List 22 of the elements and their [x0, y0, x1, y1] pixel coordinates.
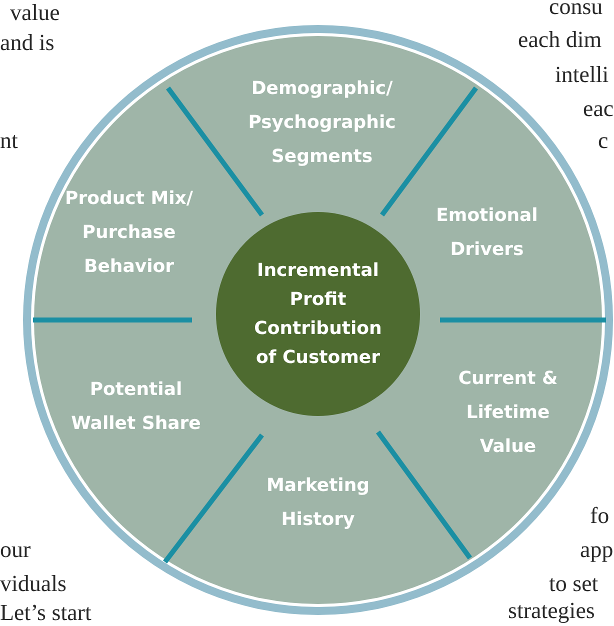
body-text-fragment: each dim — [518, 27, 602, 53]
segment-label: Current & Lifetime Value — [438, 362, 578, 464]
segment-label: Demographic/ Psychographic Segments — [212, 72, 432, 174]
body-text-fragment: app — [580, 537, 614, 563]
body-text-fragment: intelli — [555, 62, 609, 88]
segment-label: Potential Wallet Share — [56, 373, 216, 441]
body-text-fragment: viduals — [0, 571, 66, 597]
body-text-fragment: our — [0, 537, 31, 563]
segment-label: Emotional Drivers — [407, 199, 567, 267]
body-text-fragment: and is — [0, 30, 54, 56]
segment-label: Product Mix/ Purchase Behavior — [39, 182, 219, 284]
body-text-fragment: to set — [549, 571, 598, 597]
segment-label: Marketing History — [238, 469, 398, 537]
body-text-fragment: fo — [590, 503, 610, 529]
body-text-fragment: consu — [549, 0, 603, 20]
body-text-fragment: Let’s start — [0, 600, 92, 626]
hub-label: Incremental Profit Contribution of Customer — [253, 259, 383, 370]
body-text-fragment: eac — [583, 96, 614, 122]
body-text-fragment: strategies — [508, 598, 595, 624]
body-text-fragment: nt — [0, 128, 18, 154]
body-text-fragment: c — [598, 128, 608, 154]
body-text-fragment: value — [10, 0, 60, 26]
